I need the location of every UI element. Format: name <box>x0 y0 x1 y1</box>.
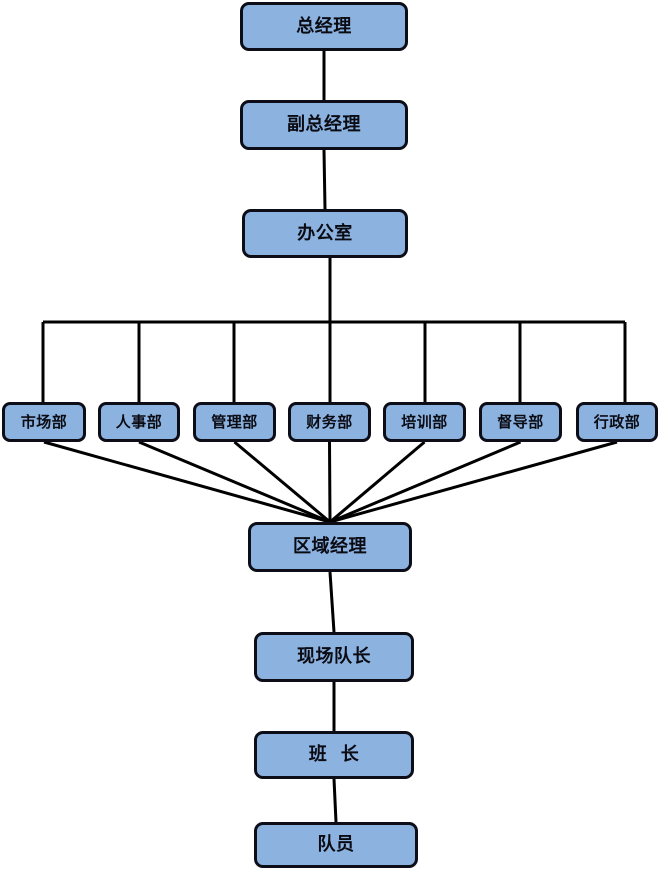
node-finance-department[interactable]: 财务部 <box>288 402 371 442</box>
node-label: 人事部 <box>115 412 163 431</box>
node-label: 办公室 <box>297 222 353 244</box>
node-label: 总经理 <box>296 15 352 37</box>
connector-administration-department-to-regional-manager <box>329 440 618 524</box>
connector-training-department-to-regional-manager <box>329 440 426 524</box>
node-label: 行政部 <box>593 412 641 431</box>
node-label: 督导部 <box>497 412 544 431</box>
node-label: 培训部 <box>401 412 448 431</box>
node-supervision-department[interactable]: 督导部 <box>479 402 562 442</box>
connector-regional-manager-to-site-team-leader <box>328 571 336 633</box>
node-label: 财务部 <box>306 412 353 431</box>
node-marketing-department[interactable]: 市场部 <box>2 402 86 442</box>
node-hr-department[interactable]: 人事部 <box>98 402 180 442</box>
node-label: 市场部 <box>20 412 68 431</box>
node-management-department[interactable]: 管理部 <box>193 402 276 442</box>
node-deputy-general-manager[interactable]: 副总经理 <box>240 100 408 150</box>
node-general-manager[interactable]: 总经理 <box>240 2 408 51</box>
node-regional-manager[interactable]: 区域经理 <box>248 522 412 572</box>
node-label: 队员 <box>317 834 355 855</box>
node-training-department[interactable]: 培训部 <box>383 402 466 442</box>
connector-supervision-department-to-regional-manager <box>329 440 522 524</box>
node-site-team-leader[interactable]: 现场队长 <box>254 632 414 682</box>
node-label: 区域经理 <box>293 536 367 557</box>
node-administration-department[interactable]: 行政部 <box>576 402 658 442</box>
connector-management-department-to-regional-manager <box>233 440 331 524</box>
node-office[interactable]: 办公室 <box>242 209 408 258</box>
node-team-member[interactable]: 队员 <box>254 822 418 868</box>
node-label: 班 长 <box>308 744 360 765</box>
node-shift-leader[interactable]: 班 长 <box>254 731 414 779</box>
node-label: 副总经理 <box>287 114 361 135</box>
connector-marketing-department-to-regional-manager <box>43 440 331 524</box>
node-label: 管理部 <box>211 412 258 431</box>
connector-shift-leader-to-team-member <box>332 778 338 823</box>
connector-finance-department-to-regional-manager <box>328 441 332 523</box>
connector-dgm-to-office <box>322 149 327 210</box>
connector-hr-department-to-regional-manager <box>138 440 331 524</box>
node-label: 现场队长 <box>297 646 371 667</box>
